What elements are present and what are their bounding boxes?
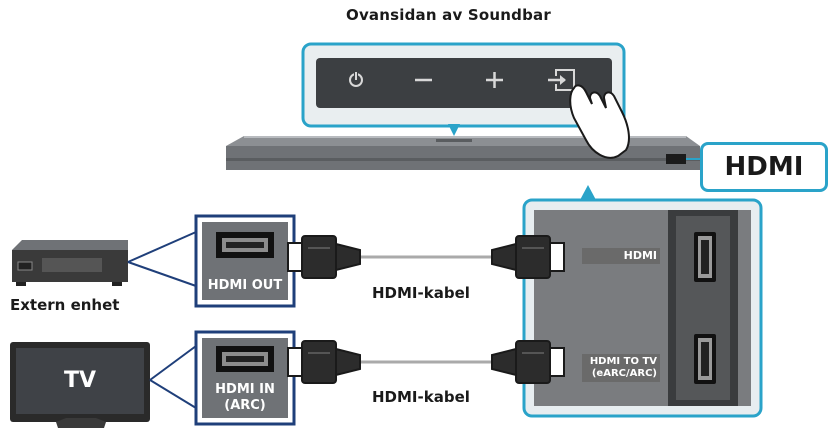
hdmi-in-label-line2: (ARC): [224, 398, 266, 413]
hdmi-out-port-box: [194, 214, 296, 308]
rear-panel-hdmi-to-tv-line2: (eARC/ARC): [591, 368, 657, 379]
volume-up-icon: [486, 72, 503, 88]
tv-icon: [10, 342, 150, 428]
soundbar-hdmi-callout: HDMI: [700, 142, 828, 192]
device-pointers: [127, 231, 197, 409]
hdmi-cable-bottom: [287, 340, 565, 384]
page-title: Ovansidan av Soundbar: [346, 6, 551, 24]
hdmi-in-port-box: [194, 330, 296, 426]
soundbar: [226, 136, 700, 170]
hdmi-cable-top: [287, 235, 565, 279]
power-icon: [349, 71, 363, 87]
finger-icon: [569, 84, 630, 159]
external-device-label: Extern enhet: [10, 296, 120, 314]
cable-label-top: HDMI-kabel: [372, 284, 470, 302]
rear-panel-hdmi-to-tv-label: HDMI TO TV (eARC/ARC): [582, 354, 660, 382]
hdmi-in-label-line1: HDMI IN: [215, 382, 275, 397]
external-device-icon: [12, 240, 128, 286]
rear-panel-hdmi-to-tv-line1: HDMI TO TV: [589, 356, 657, 367]
rear-panel-hdmi-label: HDMI: [582, 248, 660, 264]
button-panel-callout: [301, 42, 626, 136]
cable-label-bottom: HDMI-kabel: [372, 388, 470, 406]
hdmi-in-label: HDMI IN (ARC): [202, 382, 288, 414]
hdmi-out-label: HDMI OUT: [207, 278, 283, 293]
source-icon: [548, 69, 575, 91]
tv-screen-label: TV: [64, 368, 97, 393]
